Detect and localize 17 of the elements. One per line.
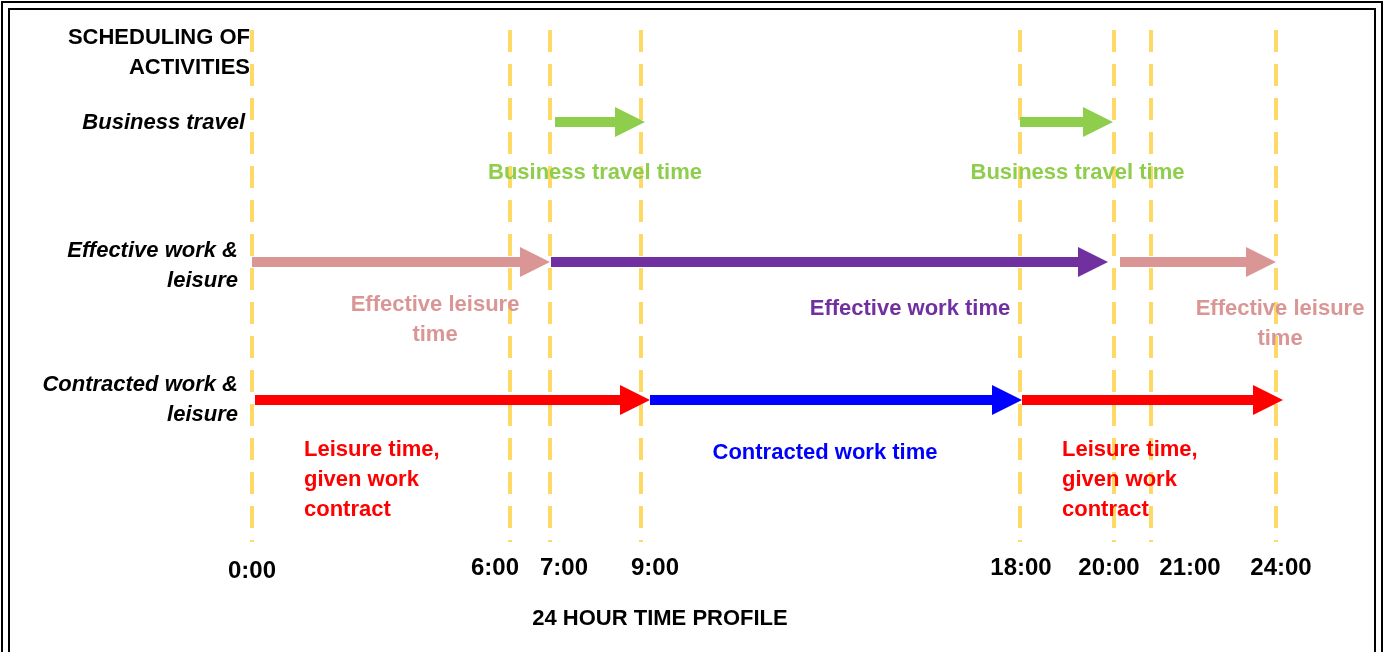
span-label: Effective work time	[808, 294, 1012, 322]
row-label: Business travel	[81, 108, 245, 136]
tick-label: 9:00	[629, 552, 680, 582]
axis-title: 24 HOUR TIME PROFILE	[531, 604, 789, 632]
row-label: Contracted work & leisure	[41, 370, 238, 428]
tick-label: 6:00	[469, 552, 520, 582]
span-label: Leisure time, given work contract	[304, 435, 441, 523]
tick-label: 0:00	[226, 555, 277, 585]
tick-label: 7:00	[538, 552, 589, 582]
tick-label: 24:00	[1249, 552, 1313, 582]
tick-label: 18:00	[989, 552, 1053, 582]
span-label: Contracted work time	[711, 438, 939, 466]
heading: SCHEDULING OF ACTIVITIES	[66, 23, 250, 81]
span-label: Effective leisure time	[349, 290, 521, 348]
row-label: Effective work & leisure	[66, 236, 238, 294]
tick-label: 21:00	[1158, 552, 1222, 582]
tick-label: 20:00	[1077, 552, 1141, 582]
